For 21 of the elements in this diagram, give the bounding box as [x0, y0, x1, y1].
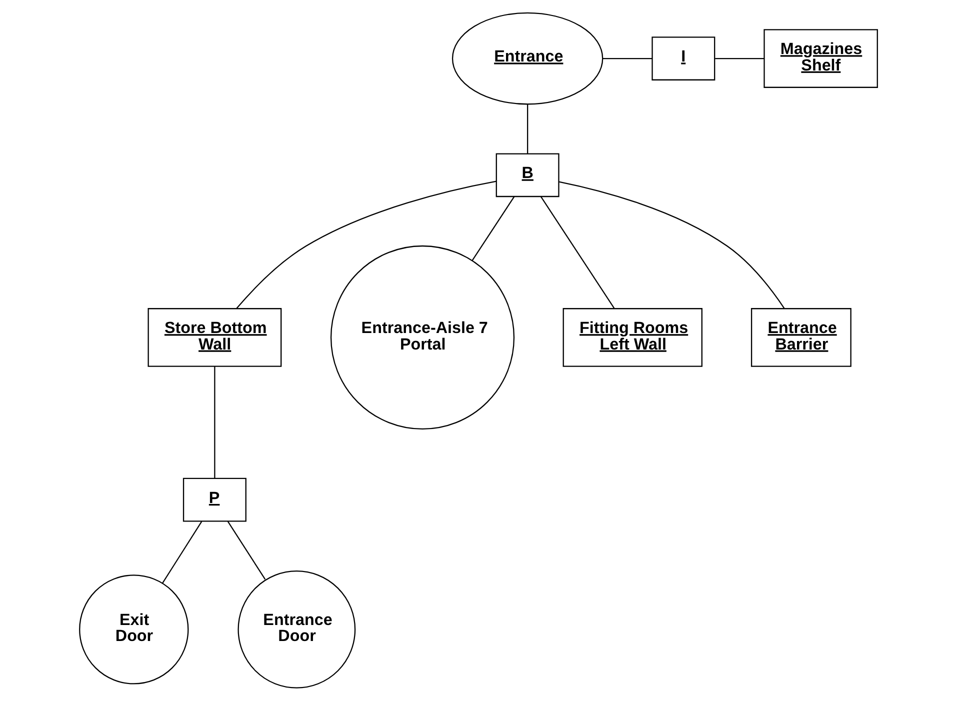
connector	[714, 58, 764, 60]
node-circle: Entrance-Aisle 7 Portal	[330, 245, 514, 430]
node-box: P	[182, 478, 246, 522]
connector	[162, 521, 202, 584]
connector	[602, 58, 652, 60]
node-box: Magazines Shelf	[763, 29, 878, 88]
node-ellipse: Entrance	[451, 12, 603, 105]
connector	[236, 180, 496, 309]
node-box: Fitting Rooms Left Wall	[562, 308, 702, 367]
node-circle: Entrance Door	[237, 570, 356, 688]
node-box: I	[651, 36, 715, 80]
node-box: B	[495, 153, 559, 198]
connector	[540, 196, 614, 308]
connector	[471, 196, 514, 261]
node-box: Store Bottom Wall	[147, 308, 282, 367]
connector	[226, 521, 266, 580]
node-box: Entrance Barrier	[750, 308, 851, 367]
connector	[526, 104, 528, 154]
node-circle: Exit Door	[78, 574, 188, 684]
connector	[558, 181, 784, 309]
connector	[214, 366, 215, 478]
